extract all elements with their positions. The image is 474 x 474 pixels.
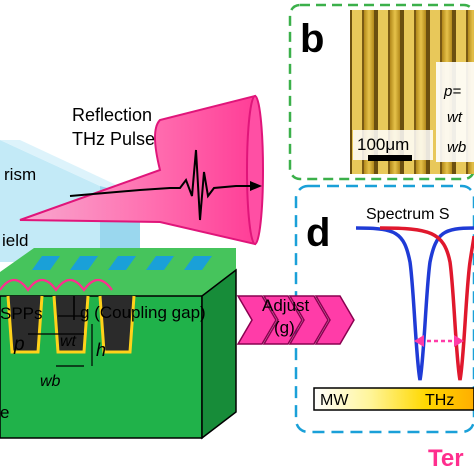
scale-bar [368, 155, 412, 161]
panel-b-border [288, 3, 474, 181]
spectrum-curve-blue [355, 226, 474, 381]
adjust-label-line2: (g) [274, 318, 295, 337]
top-stripe-2 [70, 256, 98, 270]
grating-block [0, 248, 237, 440]
h-label: h [96, 340, 106, 360]
frequency-band [313, 387, 474, 411]
groove-3 [98, 295, 136, 354]
groove-2 [52, 295, 90, 354]
beam-cone-end [246, 95, 264, 245]
spectrum-curve-red [379, 226, 474, 381]
field-label: ield [2, 231, 28, 250]
spp-wave [0, 278, 113, 292]
panel-d: d Spectrum S MW THz [294, 184, 474, 434]
footer-partial-word: Ter [428, 445, 464, 472]
thz-pulse-waveform [69, 149, 258, 221]
groove-1 [6, 295, 44, 354]
top-stripe-5 [184, 256, 212, 270]
block-side-face [201, 268, 237, 440]
panel-b-p-label: p= [443, 83, 461, 100]
chevron-4 [314, 295, 355, 345]
reflection-beam [19, 94, 264, 246]
shift-arrow-right-head [454, 335, 464, 347]
substrate-label: e [0, 403, 9, 422]
prism-top-face [0, 140, 140, 196]
panel-b-wt-label: wt [447, 109, 463, 126]
block-top-face [0, 248, 236, 296]
reflection-label-line1: Reflection [72, 105, 152, 125]
shift-arrow-left-head [414, 335, 424, 347]
inset-box [436, 62, 474, 162]
chevron-3 [288, 295, 329, 345]
top-stripe-3 [108, 256, 136, 270]
panel-d-letter: d [306, 211, 330, 255]
wb-label: wb [40, 373, 61, 390]
chevron-1 [236, 295, 277, 345]
reflection-label-line2: THz Pulse [72, 129, 155, 149]
scale-bar-label: 100μm [357, 135, 409, 154]
band-mw-label: MW [320, 392, 349, 409]
panel-d-border [294, 184, 474, 434]
spectrum-title: Spectrum S [366, 206, 450, 223]
chevron-2 [262, 295, 303, 345]
spps-label: SPPs [0, 304, 43, 323]
pulse-arrow-head [250, 181, 262, 191]
panel-b-wb-label: wb [447, 139, 466, 156]
top-stripe-1 [32, 256, 60, 270]
p-label: p [13, 334, 25, 355]
band-thz-label: THz [425, 392, 454, 409]
coupling-gap-label: g (Coupling gap) [80, 303, 206, 322]
adjust-arrows [236, 295, 355, 345]
wt-label: wt [60, 333, 77, 350]
adjust-label-line1: Adjust [262, 296, 310, 315]
prism-body [0, 140, 100, 262]
panel-b: b p= wt wb 100μm [288, 3, 474, 181]
panel-b-letter: b [300, 17, 324, 61]
prism-label: rism [4, 165, 36, 184]
top-stripe-4 [146, 256, 174, 270]
